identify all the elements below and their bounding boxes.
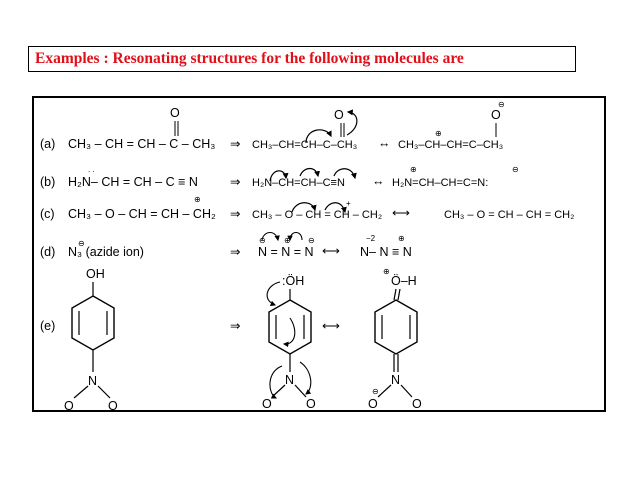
row-a-arrow: ⇒ (230, 137, 241, 151)
svg-text:O: O (368, 397, 378, 411)
row-d-plus-2: ⊕ (398, 234, 405, 243)
row-a-product-1-oxygen: O (334, 108, 344, 122)
row-d-minus-2: ⊖ (308, 236, 315, 245)
row-e: (e) ⇒ OH N O O :ÖH N O O ⟷ ⊕ Ö–H (40, 267, 422, 413)
svg-text:. .: . . (88, 165, 95, 174)
row-d-reactant: N₃ (azide ion) (68, 245, 144, 259)
svg-text:⟷: ⟷ (322, 244, 340, 258)
row-d-product-1: N = N = N (258, 245, 314, 259)
row-b-label: (b) (40, 175, 55, 189)
row-b: (b) . . H₂N– CH = CH – C ≡ N ⇒ H₂N–CH=CH… (40, 165, 519, 189)
svg-text:N: N (285, 373, 294, 387)
svg-text:O: O (262, 397, 272, 411)
row-d-charge-minus-2: −2 (366, 234, 376, 243)
row-a-product-2-oxygen: O (491, 108, 501, 122)
row-e-reactant-o2: O (108, 399, 118, 413)
slide-title: Examples : Resonating structures for the… (35, 50, 464, 67)
row-a: (a) CH₃ – CH = CH – C – CH₃ O ⇒ CH₃–CH=C… (40, 100, 505, 151)
row-c-product-plus: + (346, 199, 351, 208)
row-d-arrow: ⇒ (230, 245, 241, 259)
row-c-label: (c) (40, 207, 55, 221)
row-e-product-2-plus: ⊕ (383, 267, 390, 276)
row-c-reactant-plus: ⊕ (194, 195, 201, 204)
svg-text:O: O (306, 397, 316, 411)
row-d: (d) N₃ (azide ion) ⊖ ⇒ N = N = N ⊖ ⊕ ⊖ ⟷… (40, 231, 412, 259)
row-e-reactant-o1: O (64, 399, 74, 413)
row-a-product-1: CH₃–CH=CH–C–CH₃ (252, 139, 357, 151)
row-c-product-1: CH₃ – O – CH = CH – CH₂ (252, 209, 382, 221)
row-e-arrow: ⇒ (230, 319, 241, 333)
row-a-product-2: CH₃–CH–CH=C–CH₃ (398, 139, 503, 151)
row-e-label: (e) (40, 319, 55, 333)
row-a-reactant-oxygen: O (170, 106, 180, 120)
row-a-reactant: CH₃ – CH = CH – C – CH₃ (68, 137, 215, 151)
svg-text:⟷: ⟷ (392, 206, 410, 220)
row-d-plus: ⊕ (284, 236, 291, 245)
row-d-product-2: N– N ≡ N (360, 245, 412, 259)
row-e-product-2-oh: Ö–H (391, 274, 417, 288)
row-e-reactant-oh: OH (86, 267, 105, 281)
svg-text:⟷: ⟷ (322, 319, 340, 333)
row-b-minus: ⊖ (512, 165, 519, 174)
row-a-label: (a) (40, 137, 55, 151)
row-e-product-1-oh: :ÖH (282, 274, 304, 288)
row-b-product-2: H₂N=CH–CH=C=N: (392, 177, 488, 189)
row-c-product-2: CH₃ – O = CH – CH = CH₂ (444, 209, 574, 221)
svg-text:N: N (391, 373, 400, 387)
row-d-reactant-minus: ⊖ (78, 239, 85, 248)
row-e-reactant-n: N (88, 374, 97, 388)
row-e-product-2-minus: ⊖ (372, 387, 379, 396)
svg-text:↔: ↔ (372, 174, 385, 188)
row-c-reactant: CH₃ – O – CH = CH – CH₂ (68, 207, 216, 221)
row-c-arrow: ⇒ (230, 207, 241, 221)
row-c: (c) CH₃ – O – CH = CH – CH₂ ⊕ ⇒ CH₃ – O … (40, 195, 574, 221)
content-box (32, 96, 606, 412)
row-a-plus: ⊕ (435, 129, 442, 138)
row-d-minus-1: ⊖ (259, 236, 266, 245)
row-b-reactant: H₂N– CH = CH – C ≡ N (68, 175, 198, 189)
row-d-label: (d) (40, 245, 55, 259)
row-b-product-1: H₂N–CH=CH–C≡N (252, 177, 345, 189)
row-b-arrow: ⇒ (230, 175, 241, 189)
svg-text:O: O (412, 397, 422, 411)
svg-text:↔: ↔ (378, 136, 391, 150)
title-box: Examples : Resonating structures for the… (28, 46, 576, 72)
row-b-plus: ⊕ (410, 165, 417, 174)
row-a-minus: ⊖ (498, 100, 505, 109)
